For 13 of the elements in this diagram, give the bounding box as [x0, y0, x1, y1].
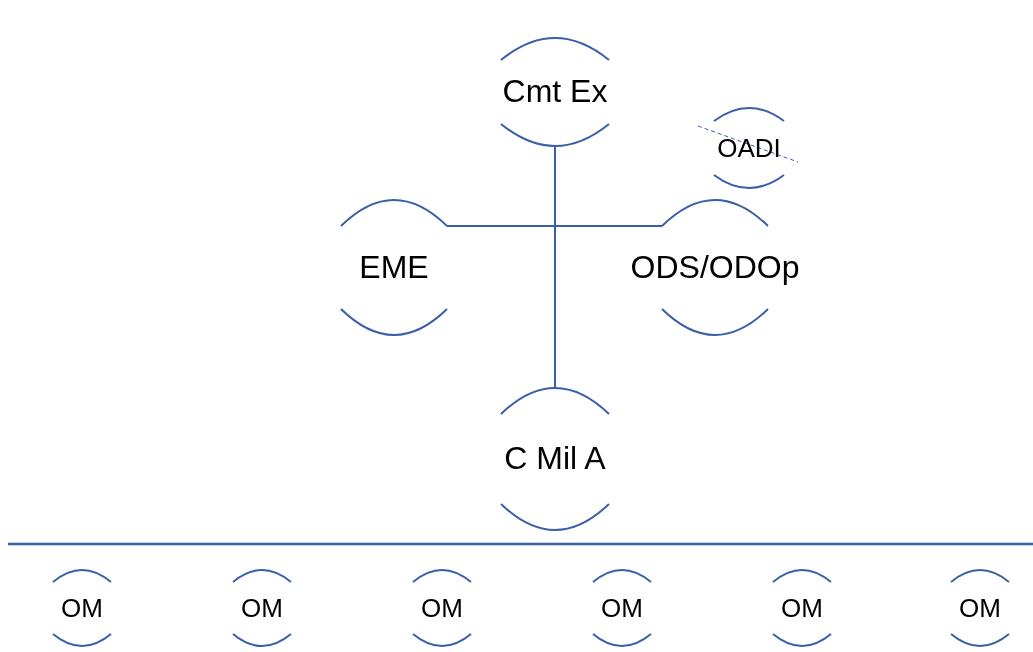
node-label: EME: [359, 249, 429, 286]
connector-line: [554, 145, 556, 389]
node-label: OM: [421, 593, 463, 623]
node-label: OM: [241, 593, 283, 623]
node-label: OM: [781, 593, 823, 623]
node-label: OM: [61, 593, 103, 623]
node-label: C Mil A: [504, 441, 606, 477]
node-label: OADI: [717, 133, 781, 163]
connector-line: [446, 225, 663, 227]
node-label: Cmt Ex: [502, 74, 608, 110]
node-label: ODS/ODOp: [630, 249, 800, 286]
node-label: OM: [601, 593, 643, 623]
node-label: OM: [959, 593, 1001, 623]
